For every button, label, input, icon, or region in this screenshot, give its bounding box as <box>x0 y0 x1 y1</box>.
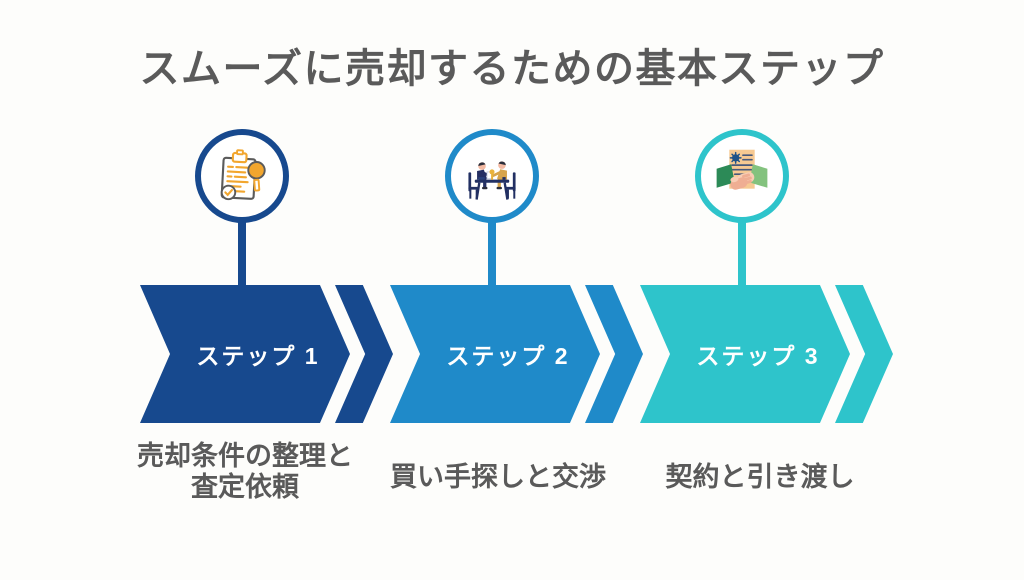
step-1-description-line2: 査定依頼 <box>191 472 299 502</box>
step-1-description: 売却条件の整理と 査定依頼 <box>105 441 385 503</box>
negotiation-icon <box>463 147 521 205</box>
step-2-arrow: ステップ 2 <box>390 285 600 423</box>
step-2-label: ステップ 2 <box>446 343 570 369</box>
step-1-icon-circle <box>195 129 289 223</box>
step-1-label: ステップ 1 <box>196 343 320 369</box>
step-2-description-line1: 買い手探しと交渉 <box>390 462 606 492</box>
step-1-arrow: ステップ 1 <box>140 285 350 423</box>
step-3-arrow: ステップ 3 <box>640 285 850 423</box>
step-1-connector <box>238 216 246 288</box>
step-3-connector <box>738 216 746 288</box>
step-3-label: ステップ 3 <box>696 343 820 369</box>
clipboard-assessment-icon <box>213 147 271 205</box>
step-3-description: 契約と引き渡し <box>645 462 875 493</box>
contract-handshake-icon <box>713 147 771 205</box>
step-3-icon-circle <box>695 129 789 223</box>
step-3-description-line1: 契約と引き渡し <box>665 462 855 492</box>
step-2-description: 買い手探しと交渉 <box>383 462 613 493</box>
step-1-description-line1: 売却条件の整理と <box>137 441 353 471</box>
step-2-icon-circle <box>445 129 539 223</box>
step-2-connector <box>488 216 496 288</box>
page-title: スムーズに売却するための基本ステップ <box>139 47 885 91</box>
